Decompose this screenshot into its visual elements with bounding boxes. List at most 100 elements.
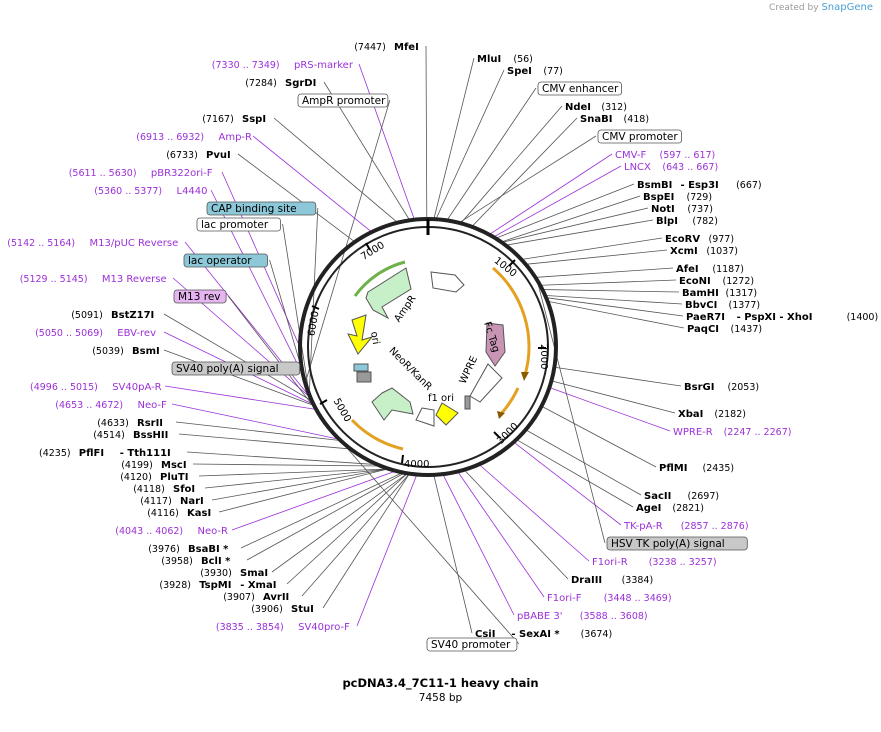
left-label-ebv-rev: EBV-rev xyxy=(117,328,156,339)
right-label-noti-leader xyxy=(502,207,649,243)
right-label-xcmi-pos: (1037) xyxy=(706,246,738,257)
left-label-bsshii-pos: (4514) xyxy=(93,430,125,441)
left-label-cap-binding-site-box[interactable] xyxy=(206,201,317,216)
left-label-m13-rev-box[interactable] xyxy=(173,289,227,304)
left-label-mfei-pos: (7447) xyxy=(354,42,386,53)
right-label-blpi-leader xyxy=(506,219,654,246)
left-label-neo-f-pos: (4653 .. 4672) xyxy=(55,400,123,411)
right-label-hsv-tk-poly-a-signal-text: HSV TK poly(A) signal xyxy=(611,538,725,550)
left-label-ampr-promoter-box[interactable] xyxy=(297,93,389,108)
right-label-tk-pa-r: TK-pA-R xyxy=(623,521,663,532)
left-label-pvui: PvuI xyxy=(206,150,231,161)
wpre-arrow[interactable] xyxy=(469,363,503,403)
right-label-cmv-promoter-leader xyxy=(460,135,597,223)
sv40-polya-block[interactable] xyxy=(356,371,372,383)
tick-7000: 7000 xyxy=(359,240,386,263)
left-label-pflfi-extra: - Tth111I xyxy=(120,448,171,459)
left-label-amp-r: Amp-R xyxy=(219,132,253,143)
right-label-snabi-leader xyxy=(472,117,578,227)
hsv-tk-block[interactable] xyxy=(464,395,471,410)
left-label-sspi: SspI xyxy=(242,114,266,125)
fctag-arrow[interactable] xyxy=(485,322,506,367)
left-label-tspmi-pos: (3928) xyxy=(159,580,191,591)
left-label-sgrdi: SgrDI xyxy=(285,78,316,89)
left-label-bcli-: BclI * xyxy=(201,556,231,567)
left-label-lac-promoter-text: lac promoter xyxy=(201,219,269,231)
right-label-lncx-pos: (643 .. 667) xyxy=(662,162,718,173)
left-label-bsmi: BsmI xyxy=(132,346,160,357)
left-label-sv40pa-r-pos: (4996 .. 5015) xyxy=(30,382,98,393)
right-label-bsmbi-extra: - Esp3I xyxy=(681,180,719,191)
small-white-arrow[interactable] xyxy=(415,407,435,427)
right-label-hsv-tk-poly-a-signal-box[interactable] xyxy=(606,536,748,551)
right-label-draiii-pos: (3384) xyxy=(622,575,654,586)
left-label-prs-marker-pos: (7330 .. 7349) xyxy=(212,60,280,71)
right-label-bamhi: BamHI xyxy=(682,288,719,299)
left-label-neo-f-leader xyxy=(171,403,338,440)
left-label-pluti-pos: (4120) xyxy=(120,472,152,483)
plasmid-size: 7458 bp xyxy=(418,692,463,704)
plasmid-name: pcDNA3.4_7C11-1 heavy chain xyxy=(342,676,539,690)
lac-operator-block[interactable] xyxy=(353,363,369,372)
right-label-tk-pa-r-leader xyxy=(514,442,622,526)
right-label-cmv-enhancer-text: CMV enhancer xyxy=(542,83,619,95)
left-label-pbr322ori-f: pBR322ori-F xyxy=(151,168,213,179)
backbone-ring xyxy=(298,217,558,477)
left-label-smai-pos: (3930) xyxy=(200,568,232,579)
left-label-tspmi-leader xyxy=(286,473,407,585)
left-label-bstz17i-leader xyxy=(163,313,311,401)
right-label-f1ori-r-leader xyxy=(479,464,590,562)
ampr-arrow[interactable] xyxy=(365,267,412,320)
left-label-sv40-poly-a-signal-box[interactable] xyxy=(171,361,301,376)
left-label-pvui-pos: (6733) xyxy=(166,150,198,161)
right-label-mlui-leader xyxy=(433,57,475,219)
left-label-bcli--leader xyxy=(246,473,404,561)
right-label-bsrgi-leader xyxy=(555,367,682,387)
left-label-nari-pos: (4117) xyxy=(140,496,172,507)
left-label-sgrdi-pos: (7284) xyxy=(245,78,277,89)
right-label-bspei-leader xyxy=(502,195,641,242)
left-label-tspmi-extra: - XmaI xyxy=(240,580,276,591)
right-label-bsrgi: BsrGI xyxy=(684,382,714,393)
left-label-sv40-promoter-box[interactable] xyxy=(426,637,518,652)
right-label-paqci-leader xyxy=(548,301,685,329)
right-label-cmv-promoter-box[interactable] xyxy=(597,129,682,144)
left-label-rsrii: RsrII xyxy=(137,418,163,429)
left-label-m13-rev-leader xyxy=(227,295,315,408)
left-label-stui: StuI xyxy=(291,604,314,615)
right-label-xbai-pos: (2182) xyxy=(714,409,746,420)
right-label-afei-pos: (1187) xyxy=(712,264,744,275)
inner-feature-shapes xyxy=(347,267,506,427)
right-label-bbvci: BbvCI xyxy=(685,300,717,311)
snapgene-credit: Created by SnapGene xyxy=(769,2,873,13)
left-label-msci-leader xyxy=(192,463,379,467)
left-label-rsrii-leader xyxy=(175,421,340,441)
left-label-kasi-pos: (4116) xyxy=(147,508,179,519)
gene-arcs xyxy=(353,260,406,297)
left-label-bsabi--leader xyxy=(240,472,402,549)
left-label-l4440-leader xyxy=(210,189,302,373)
left-label-lac-promoter-box[interactable] xyxy=(196,217,281,232)
neor-arrow[interactable] xyxy=(371,387,414,421)
right-label-cmv-f-leader xyxy=(489,153,613,235)
ori-arrow[interactable] xyxy=(347,314,374,355)
left-label-pflfi-pos: (4235) xyxy=(39,448,71,459)
left-label-neo-r: Neo-R xyxy=(198,526,229,537)
wpre-label: WPRE xyxy=(458,355,480,386)
tick-2000: 2000 xyxy=(538,344,549,369)
f1ori-label: f1 ori xyxy=(428,393,454,404)
left-label-bsabi-: BsaBI * xyxy=(188,544,229,555)
left-label-pflfi: PflFI xyxy=(79,448,104,459)
right-label-agei-leader xyxy=(517,439,634,508)
upstream-arrow[interactable] xyxy=(430,271,465,293)
left-label-lac-operator-box[interactable] xyxy=(183,253,268,268)
plasmid-title-block: pcDNA3.4_7C11-1 heavy chain 7458 bp xyxy=(0,676,881,704)
left-label-sspi-leader xyxy=(273,117,397,223)
right-label-bbvci-pos: (1377) xyxy=(729,300,761,311)
f1ori-arrow[interactable] xyxy=(435,402,459,426)
right-label-cmv-enhancer-box[interactable] xyxy=(537,81,622,96)
tick-4000: 4000 xyxy=(404,459,429,470)
right-label-snabi: SnaBI xyxy=(580,114,612,125)
left-label-mfei: MfeI xyxy=(394,42,419,53)
